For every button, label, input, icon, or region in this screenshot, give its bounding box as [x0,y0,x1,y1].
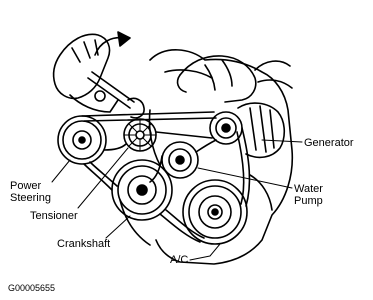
generator-fin [259,105,267,153]
crankshaft-label: Crankshaft [57,238,111,250]
leader-power-steering [51,159,71,183]
leader-generator [261,139,303,143]
crankshaft-pulley-inner [127,175,157,205]
hand-finger-line [83,41,91,59]
power-steering-hub [72,130,92,150]
power-steering-bolt [78,136,86,144]
ac-label: A/C [170,254,189,266]
water-pump-hub [175,155,185,165]
wrench-head [127,97,145,119]
ac-hub [211,208,219,216]
power-steering-label-line2: Steering [10,192,51,204]
hand-finger-line [94,39,99,56]
right-hand-finger [221,59,233,87]
generator-hub [221,123,231,133]
leader-water-pump [197,167,293,189]
ac-pulley-groove [188,185,242,239]
drive-belt [81,111,251,243]
right-hand-outline [179,55,257,103]
wrench-handle [87,77,131,109]
engine-detail-line [148,109,161,166]
wrench-handle [91,71,135,103]
figure-id: G00005655 [8,283,56,293]
leader-crankshaft [105,215,131,239]
generator-pulley-inner [215,117,237,139]
ac-pulley-core [207,204,223,220]
bracket [69,94,119,113]
engine-detail-line [119,199,151,246]
crankshaft-pulley-groove [117,165,167,215]
hand-outline [52,33,111,100]
engine-detail-line [164,69,213,79]
generator-label: Generator [304,137,354,149]
crankshaft-hub [136,184,148,196]
tensioner-hub [135,130,145,140]
right-hand-finger [204,64,216,91]
tensioner-label: Tensioner [30,210,78,222]
thumb [176,74,187,93]
water-pump-label-line2: Pump [294,195,323,207]
engine-detail-line [249,174,273,211]
generator-fin [269,109,275,149]
right-hand-arm [254,60,291,71]
hand-finger-line [71,47,81,63]
generator-body [237,102,286,159]
generator-fin [249,107,257,151]
power-steering-label-line1: Power [10,180,42,192]
right-hand-arm [257,79,293,89]
power-steering-pulley-groove [62,120,102,160]
ac-pulley [182,179,248,245]
engine-block-outline [149,49,294,265]
water-pump-label-line1: Water [294,183,323,195]
water-pump-pulley-inner [168,148,192,172]
ac-pulley-inner [198,195,232,229]
bracket-bolt [94,90,106,102]
leader-ac [189,243,221,261]
leader-tensioner [77,147,129,209]
rotation-arrow-head [117,31,131,47]
